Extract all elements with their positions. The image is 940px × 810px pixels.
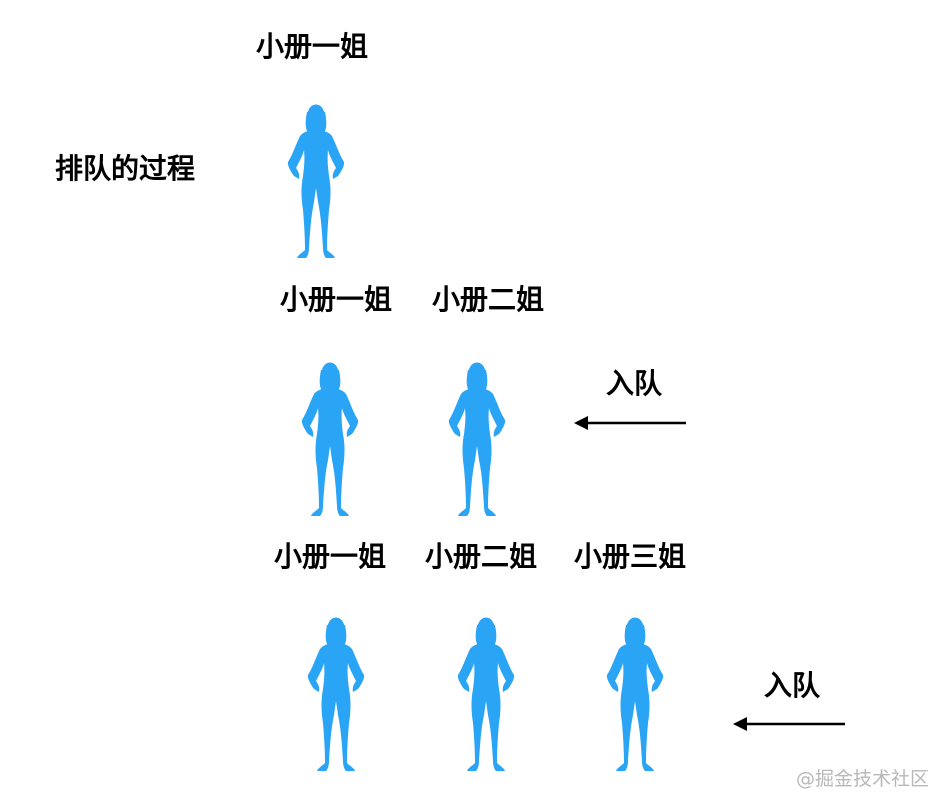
person-name-label: 小册二姐 <box>432 283 545 316</box>
person-name-label: 小册三姐 <box>574 540 687 573</box>
left-arrow-icon <box>733 714 845 734</box>
woman-silhouette <box>303 615 369 775</box>
process-title: 排队的过程 <box>55 152 196 185</box>
woman-figure-icon <box>453 615 519 775</box>
woman-figure-icon <box>602 615 668 775</box>
woman-figure-icon <box>444 360 510 520</box>
woman-silhouette <box>602 615 668 775</box>
woman-figure-icon <box>303 615 369 775</box>
watermark: @掘金技术社区 <box>796 768 930 790</box>
person-name-label: 小册一姐 <box>256 30 369 63</box>
woman-figure-icon <box>283 102 349 262</box>
woman-figure-icon <box>297 360 363 520</box>
woman-silhouette <box>283 102 349 262</box>
enqueue-label: 入队 <box>764 669 821 702</box>
person-name-label: 小册一姐 <box>274 540 387 573</box>
person-name-label: 小册一姐 <box>280 283 393 316</box>
enqueue-label: 入队 <box>606 367 663 400</box>
left-arrow-icon <box>574 413 686 433</box>
person-name-label: 小册二姐 <box>425 540 538 573</box>
woman-silhouette <box>453 615 519 775</box>
woman-silhouette <box>444 360 510 520</box>
woman-silhouette <box>297 360 363 520</box>
